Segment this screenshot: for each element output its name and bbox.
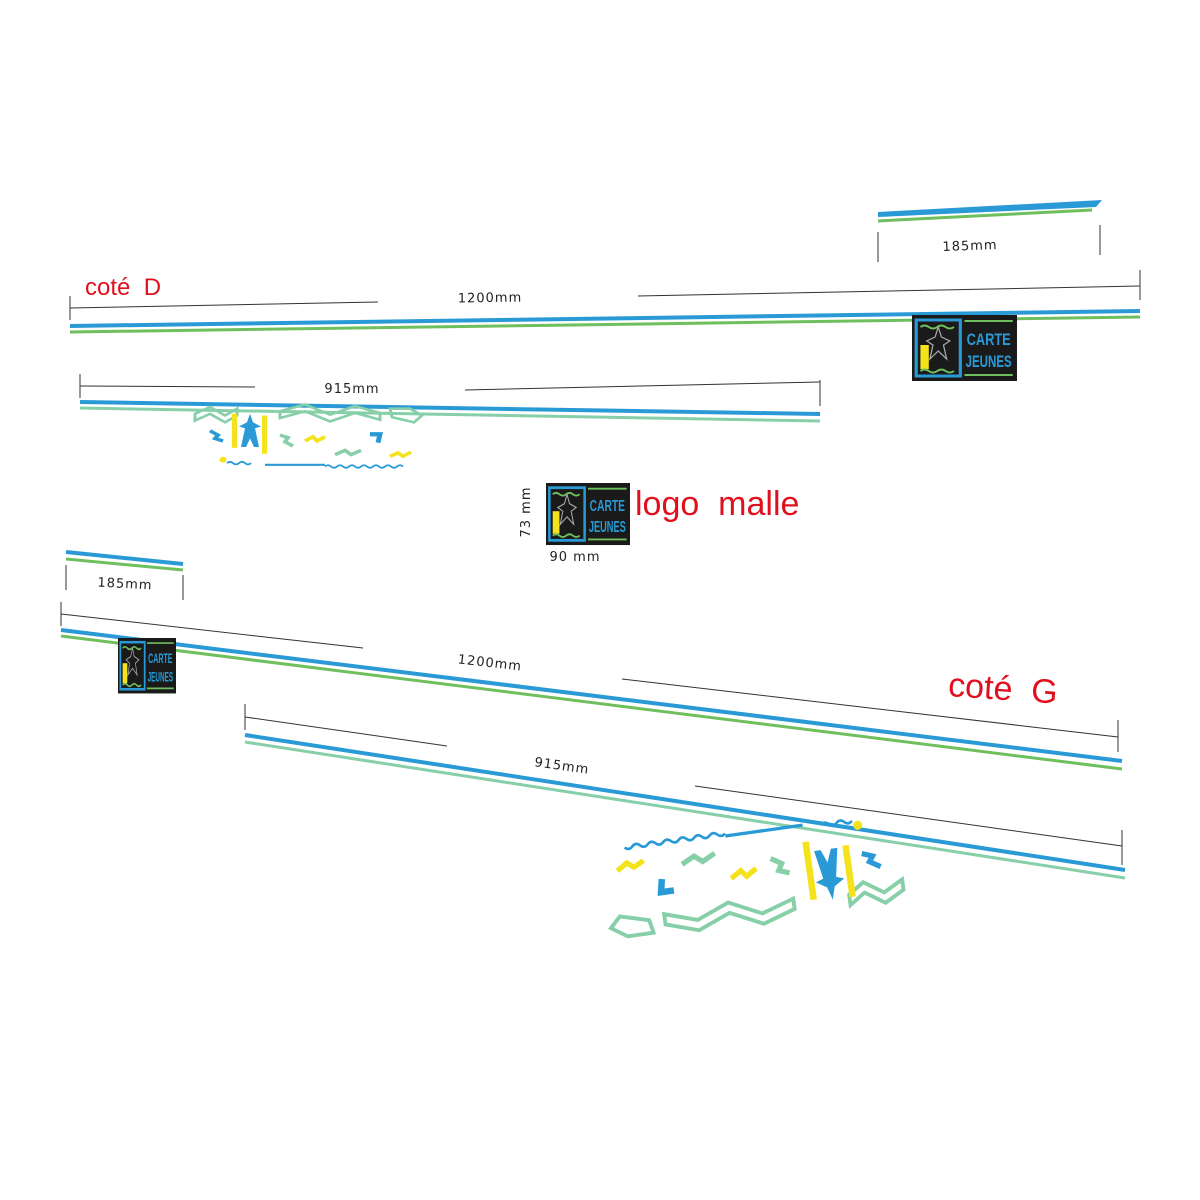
bottom-long-width-label: 1200mm [457,652,523,674]
bottom-long-stripe: 1200mm [60,602,1123,771]
decorative-pattern-bottom [600,808,906,945]
logo-malle-label: logo malle [635,485,799,523]
bottom-medium-width-label: 915mm [533,755,590,778]
top-medium-width-label: 915mm [324,382,379,397]
logo-width-label: 90 mm [549,550,600,565]
carte-jeunes-logo-top [910,313,1019,383]
bottom-small-width-label: 185mm [97,576,153,594]
top-medium-stripe: 915mm [79,374,821,468]
top-small-stripe: 185mm [877,200,1102,262]
top-small-width-label: 185mm [942,238,998,255]
logo-height-label: 73 mm [519,486,534,537]
bottom-medium-stripe: 915mm [244,704,1126,945]
carte-jeunes-logo-malle [544,481,632,547]
bottom-small-stripe: 185mm [65,550,184,600]
side-right-label: coté D [85,274,161,301]
carte-jeunes-logo-bottom [116,636,178,695]
top-long-width-label: 1200mm [458,291,523,307]
side-left-label: coté G [947,666,1059,712]
